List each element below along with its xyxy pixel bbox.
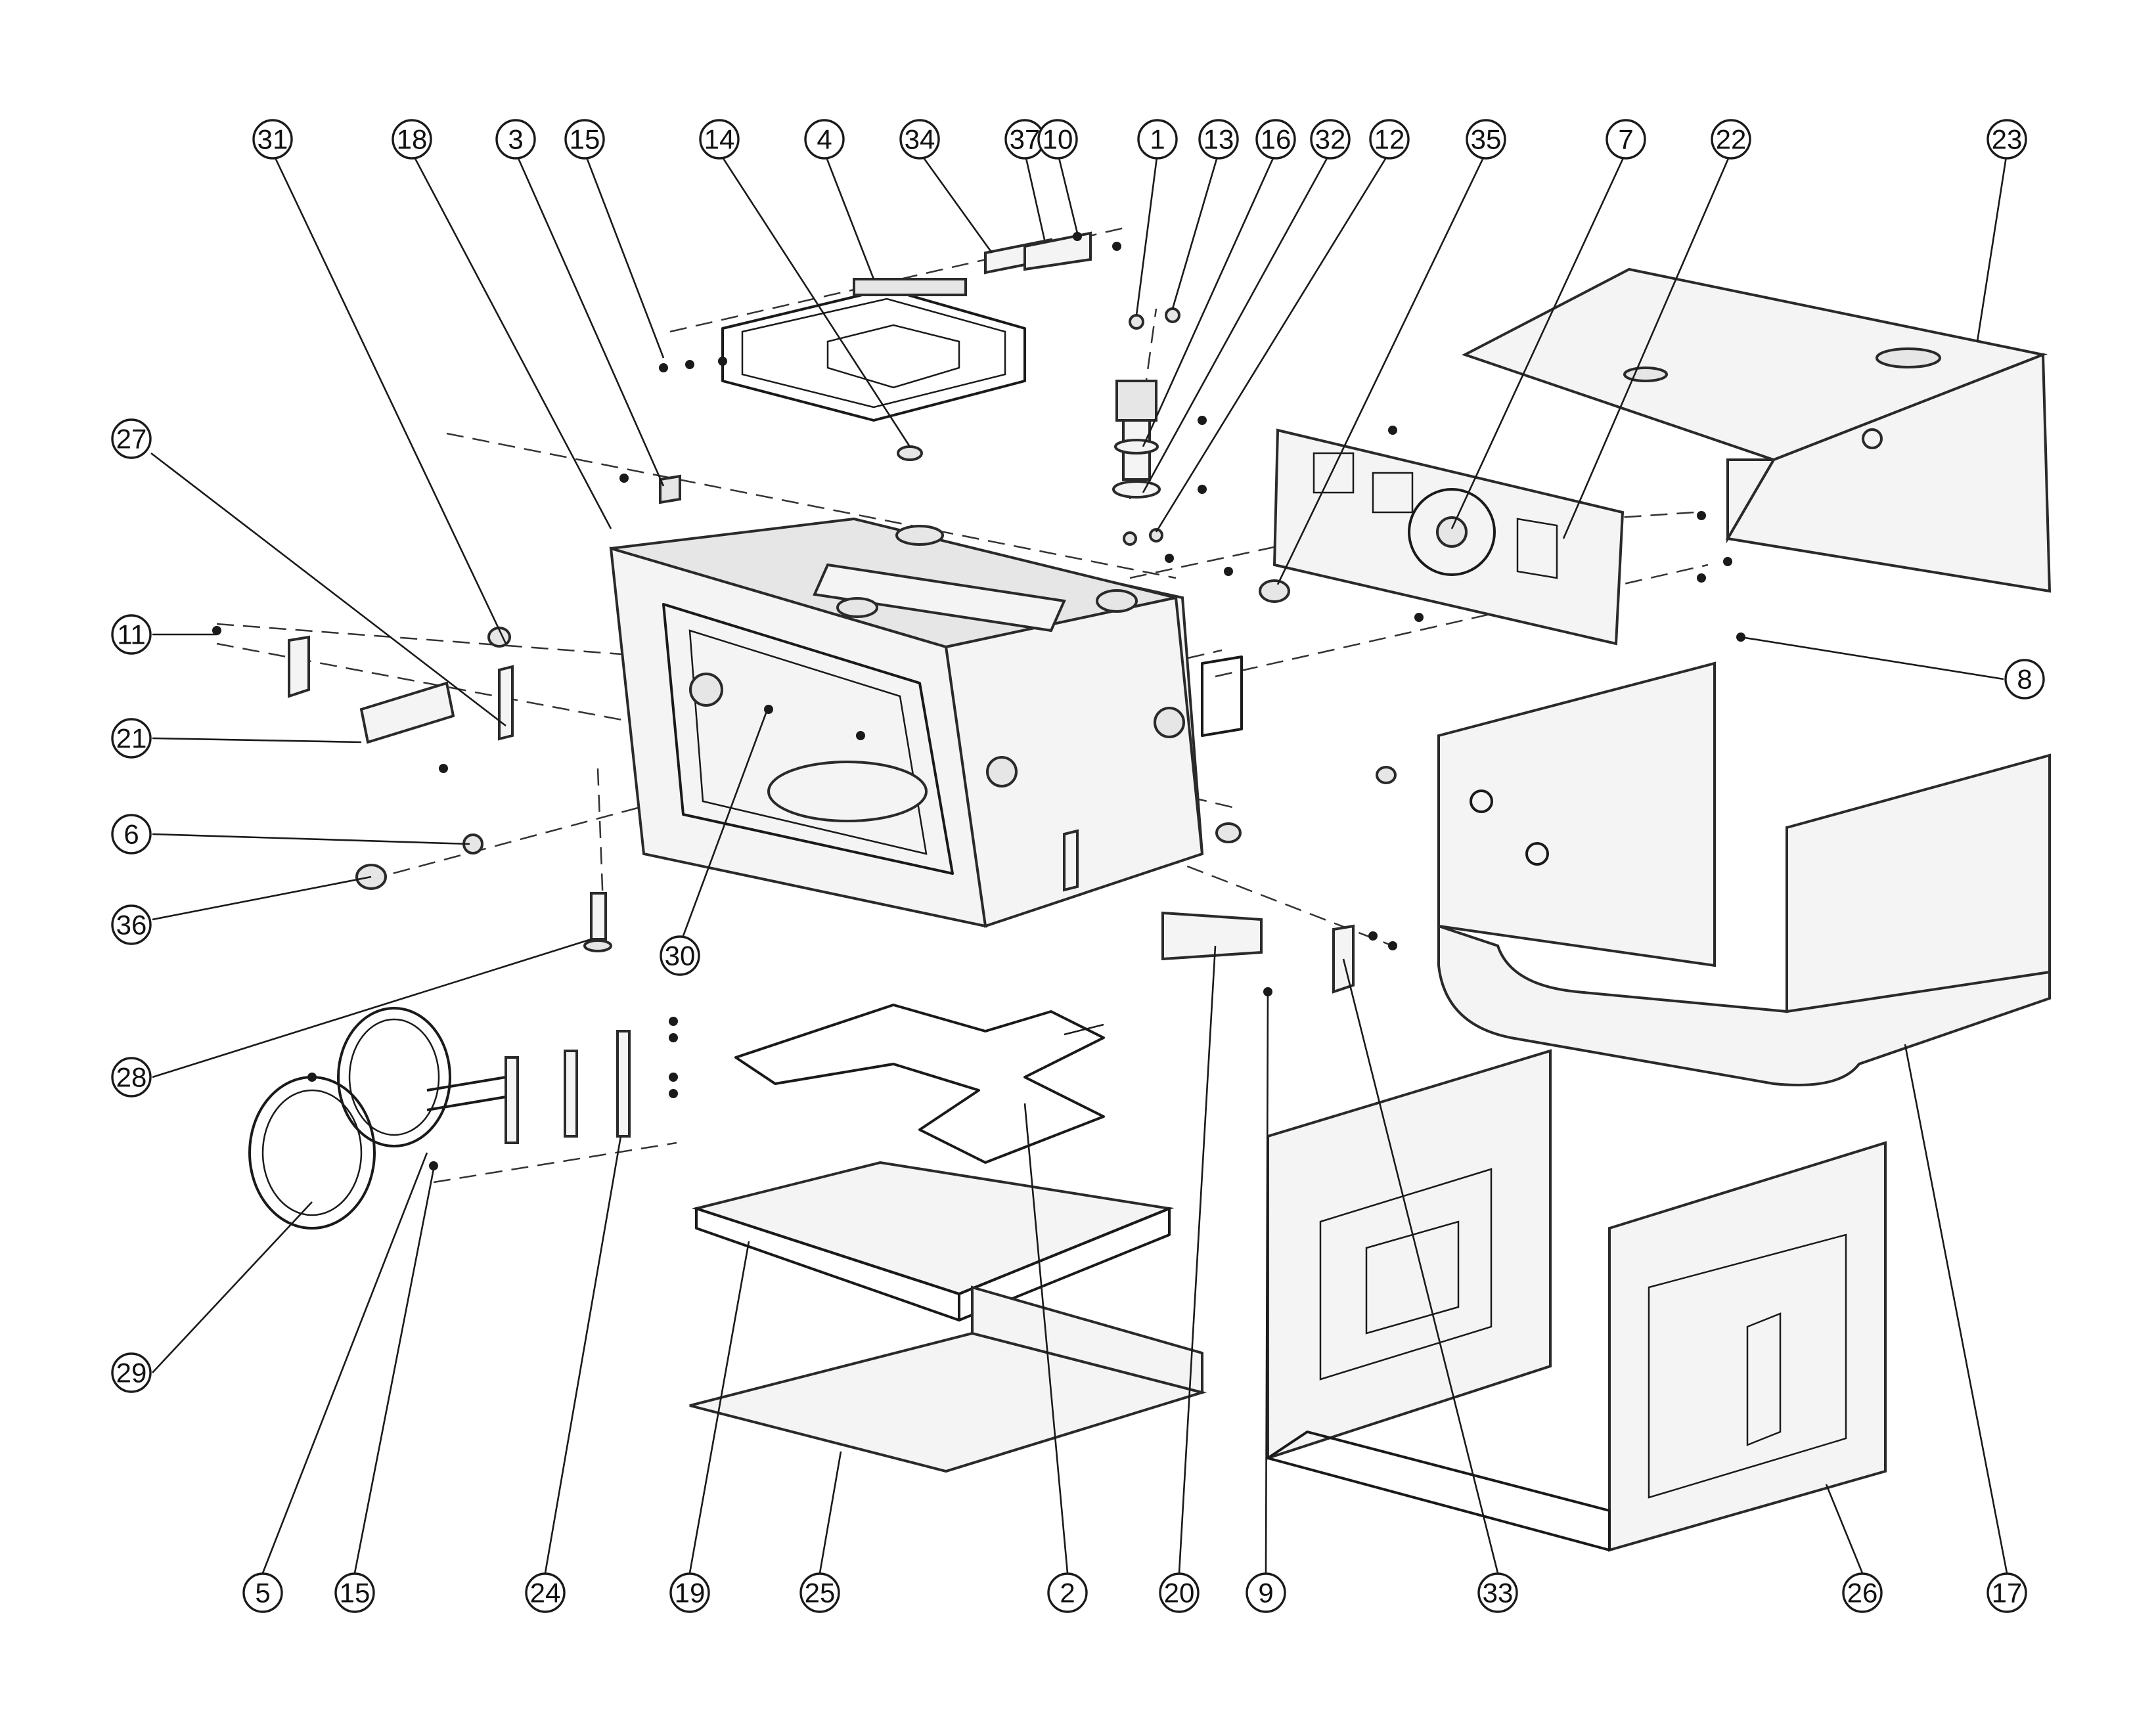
leader-lines	[150, 152, 2008, 1574]
tray-lower	[689, 1285, 1207, 1473]
oven-cavity	[609, 517, 1243, 928]
callout-label: 2	[1060, 1578, 1075, 1609]
callout-label: 6	[124, 819, 139, 850]
side-panel-left	[1267, 1049, 1552, 1460]
side-panel-right	[1267, 1141, 1887, 1552]
callout-label: 19	[675, 1578, 706, 1609]
callout-34: 34	[899, 119, 940, 160]
callout-label: 10	[1043, 124, 1073, 155]
callout-30: 30	[660, 935, 700, 976]
callout-2: 2	[1047, 1572, 1088, 1613]
callout-31: 31	[252, 119, 293, 160]
circular-fan-element	[248, 1007, 631, 1230]
tray-upper	[691, 1161, 1175, 1321]
callout-12: 12	[1369, 119, 1410, 160]
callout-13: 13	[1198, 119, 1239, 160]
callout-1: 1	[1137, 119, 1178, 160]
callout-label: 34	[905, 124, 935, 155]
callout-label: 23	[1992, 124, 2023, 155]
callout-19: 19	[669, 1572, 710, 1613]
callout-label: 15	[340, 1578, 371, 1609]
callout-28: 28	[111, 1057, 152, 1098]
callout-label: 35	[1471, 124, 1502, 155]
callout-label: 28	[116, 1062, 147, 1093]
callout-label: 24	[530, 1578, 561, 1609]
callout-label: 3	[508, 124, 523, 155]
callout-label: 29	[116, 1358, 147, 1388]
callout-27: 27	[111, 418, 152, 459]
callout-35: 35	[1466, 119, 1506, 160]
callout-label: 14	[704, 124, 735, 155]
callout-label: 16	[1261, 124, 1291, 155]
callout-label: 7	[1618, 124, 1633, 155]
callout-23: 23	[1987, 119, 2027, 160]
callout-label: 17	[1992, 1578, 2023, 1609]
bottom-heating-element	[734, 1004, 1105, 1164]
callout-label: 4	[817, 124, 832, 155]
callout-32: 32	[1310, 119, 1351, 160]
callout-8: 8	[2004, 659, 2045, 699]
top-cover	[1461, 267, 2052, 593]
callout-label: 11	[117, 619, 146, 650]
callout-label: 25	[805, 1578, 836, 1609]
callout-29: 29	[111, 1352, 152, 1393]
callout-9: 9	[1246, 1572, 1286, 1613]
callout-24: 24	[525, 1572, 566, 1613]
callout-label: 26	[1847, 1578, 1878, 1609]
callout-6: 6	[111, 814, 152, 854]
callout-18: 18	[392, 119, 432, 160]
callout-label: 13	[1203, 124, 1234, 155]
callout-17: 17	[1987, 1572, 2027, 1613]
callout-20: 20	[1159, 1572, 1200, 1613]
callout-15-top: 15	[564, 119, 605, 160]
callout-3: 3	[495, 119, 536, 160]
callout-label: 15	[570, 124, 600, 155]
callout-label: 31	[258, 124, 288, 155]
callout-33: 33	[1477, 1572, 1518, 1613]
callout-label: 1	[1150, 124, 1165, 155]
callout-label: 33	[1483, 1578, 1514, 1609]
callout-label: 21	[116, 723, 147, 754]
rear-panel	[1259, 428, 1625, 646]
callout-7: 7	[1606, 119, 1646, 160]
callout-22: 22	[1711, 119, 1751, 160]
top-grill-element	[721, 231, 1092, 422]
outer-casing	[1437, 661, 2051, 1086]
callout-5: 5	[242, 1572, 283, 1613]
callout-label: 18	[397, 124, 428, 155]
callout-4: 4	[804, 119, 845, 160]
callout-label: 12	[1374, 124, 1405, 155]
callout-26: 26	[1842, 1572, 1883, 1613]
callout-16: 16	[1255, 119, 1296, 160]
callout-25: 25	[799, 1572, 840, 1613]
callout-label: 5	[255, 1578, 270, 1609]
callout-36: 36	[111, 904, 152, 945]
callout-label: 30	[665, 941, 696, 971]
callout-15-bottom: 15	[334, 1572, 375, 1613]
callout-label: 20	[1164, 1578, 1195, 1609]
callout-37: 37	[1004, 119, 1045, 160]
callout-label: 36	[116, 910, 147, 941]
fan-motor-assembly	[1112, 307, 1180, 546]
callout-label: 22	[1716, 124, 1747, 155]
callout-21: 21	[111, 718, 152, 759]
callout-10: 10	[1037, 119, 1078, 160]
callout-label: 37	[1010, 124, 1041, 155]
callout-14: 14	[699, 119, 740, 160]
callout-11: 11	[111, 614, 152, 655]
callout-label: 32	[1315, 124, 1346, 155]
callout-label: 27	[116, 424, 147, 455]
callout-label: 8	[2017, 664, 2032, 695]
callout-label: 9	[1258, 1578, 1273, 1609]
